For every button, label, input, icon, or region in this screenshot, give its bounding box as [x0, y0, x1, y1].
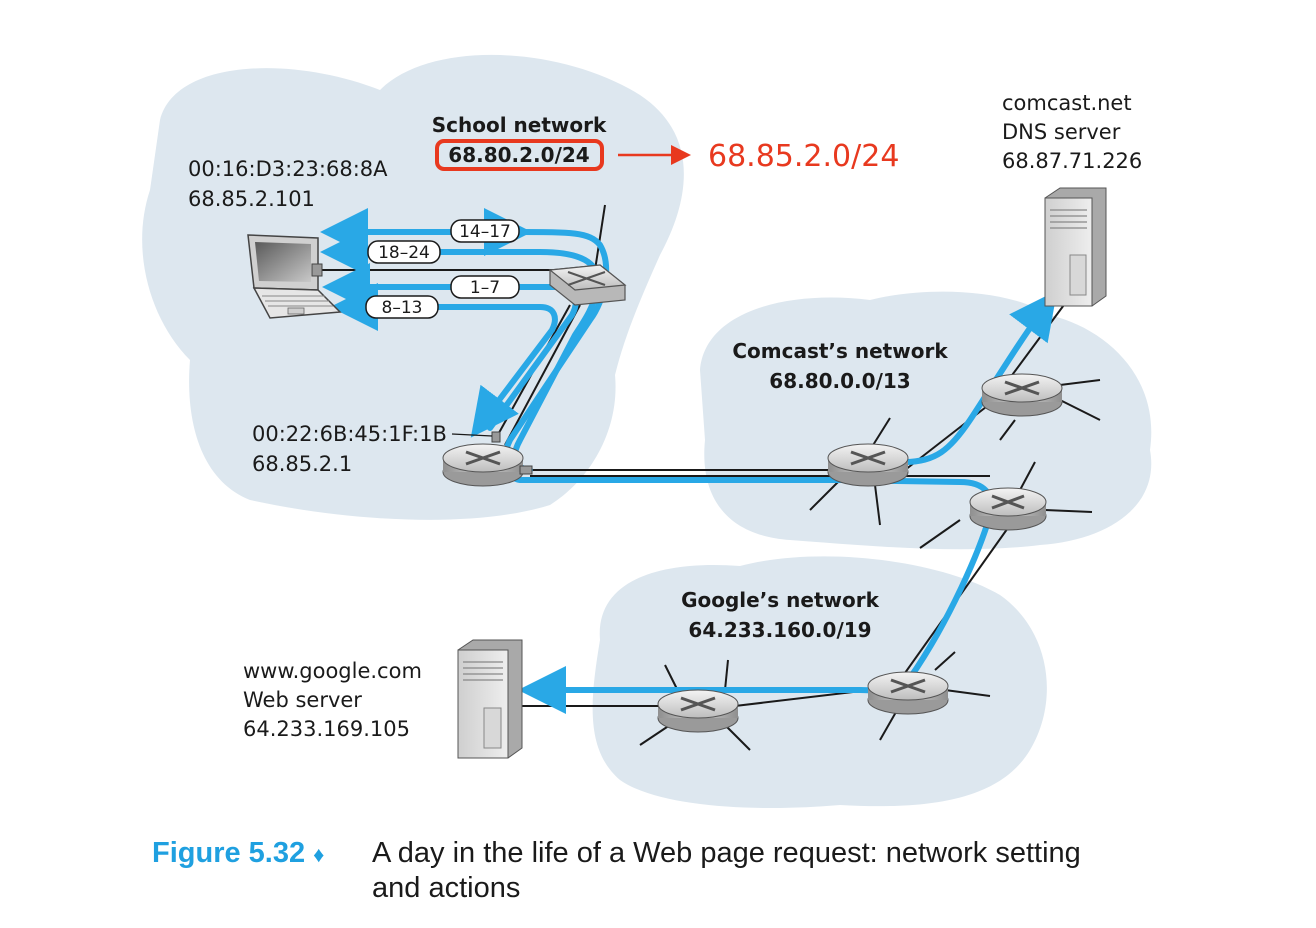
laptop-mac: 00:16:D3:23:68:8A — [188, 157, 388, 181]
school-switch — [548, 264, 627, 306]
google-network-cloud — [592, 556, 1047, 809]
comcast-network-title: Comcast’s network — [732, 339, 948, 363]
step-label-1-7: 1–7 — [470, 278, 500, 298]
router-mac-leader — [451, 433, 493, 437]
school-network-title: School network — [432, 113, 607, 137]
laptop-ip: 68.85.2.101 — [188, 187, 315, 211]
step-label-14-17: 14–17 — [459, 222, 511, 242]
web-server-ip: 64.233.169.105 — [243, 717, 410, 741]
annotation-prefix: 68.85.2.0/24 — [708, 139, 899, 174]
dns-server-icon — [1044, 187, 1107, 307]
path-8-13 — [435, 304, 558, 438]
step-labels: 14–17 18–24 1–7 8–13 — [365, 219, 520, 319]
google-router-2 — [867, 671, 949, 715]
dns-name: comcast.net — [1002, 91, 1132, 115]
figure-number: Figure 5.32 — [152, 837, 306, 869]
comcast-router-1 — [827, 443, 909, 487]
step-label-8-13: 8–13 — [382, 298, 423, 318]
school-prefix-highlight — [435, 139, 604, 171]
laptop-icon — [247, 234, 342, 319]
school-network-prefix: 68.80.2.0/24 — [448, 143, 589, 167]
google-network-title: Google’s network — [681, 588, 880, 612]
caption-text: A day in the life of a Web page request:… — [372, 837, 1081, 904]
dns-ip: 68.87.71.226 — [1002, 149, 1142, 173]
web-server-role: Web server — [243, 688, 362, 712]
dns-role: DNS server — [1002, 120, 1121, 144]
diamond-icon: ♦ — [313, 842, 325, 867]
step-label-18-24: 18–24 — [378, 243, 430, 263]
router-ip: 68.85.2.1 — [252, 452, 352, 476]
path-to-dns — [837, 290, 1058, 465]
comcast-router-3 — [969, 487, 1047, 531]
web-server-icon — [457, 639, 523, 759]
school-gateway-router — [442, 431, 533, 487]
google-router-1 — [657, 689, 739, 733]
comcast-network-cloud — [700, 291, 1152, 550]
comcast-network-prefix: 68.80.0.0/13 — [769, 369, 910, 393]
router-mac: 00:22:6B:45:1F:1B — [252, 422, 447, 446]
web-server-name: www.google.com — [243, 659, 422, 683]
comcast-router-2 — [981, 373, 1063, 417]
google-network-prefix: 64.233.160.0/19 — [688, 618, 871, 642]
